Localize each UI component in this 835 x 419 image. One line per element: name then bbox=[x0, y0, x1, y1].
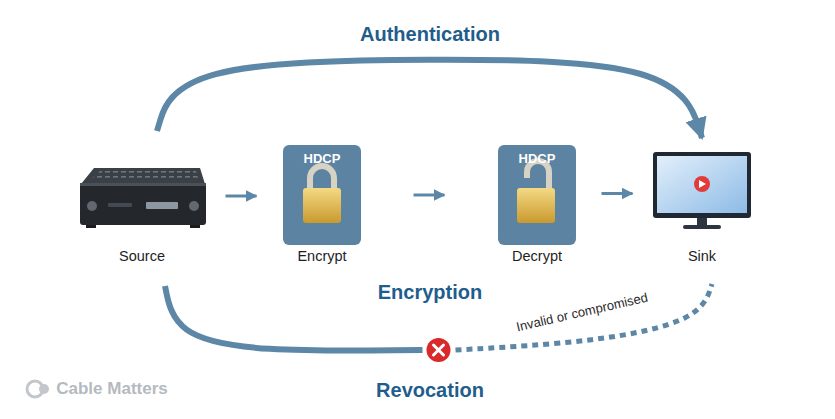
revocation-dotted-line bbox=[456, 284, 713, 350]
authentication-arc bbox=[157, 60, 702, 138]
revoked-cross-icon bbox=[427, 338, 451, 362]
box-heading: HDCP bbox=[277, 145, 367, 166]
watermark-logo bbox=[27, 381, 49, 397]
edge-heading: Revocation bbox=[376, 379, 484, 402]
source-device-illustration bbox=[80, 168, 206, 228]
hdcp-decrypt-box: HDCPDecrypt bbox=[492, 145, 582, 245]
sink-monitor-illustration bbox=[653, 152, 751, 229]
sink-monitor: Sink bbox=[653, 152, 751, 232]
flow-arrow bbox=[414, 195, 445, 196]
edge-heading: Authentication bbox=[360, 23, 500, 46]
source-device: Source bbox=[78, 166, 206, 228]
arc-line bbox=[157, 60, 702, 138]
node-caption: Sink bbox=[688, 248, 716, 264]
flow-arrow bbox=[602, 193, 633, 194]
arrow-line bbox=[414, 194, 445, 197]
node-caption: Encrypt bbox=[297, 248, 346, 264]
flow-arrow bbox=[226, 196, 257, 197]
watermark: Cable Matters bbox=[56, 379, 167, 399]
node-caption: Source bbox=[119, 248, 165, 264]
arrow-line bbox=[602, 192, 633, 195]
hdcp-encrypt-box: HDCPEncrypt bbox=[277, 145, 367, 245]
line-note: Invalid or compromised bbox=[515, 290, 649, 335]
box-heading: HDCP bbox=[492, 145, 582, 166]
arrow-line bbox=[226, 195, 257, 198]
section-heading: Encryption bbox=[378, 281, 482, 304]
node-caption: Decrypt bbox=[512, 248, 562, 264]
